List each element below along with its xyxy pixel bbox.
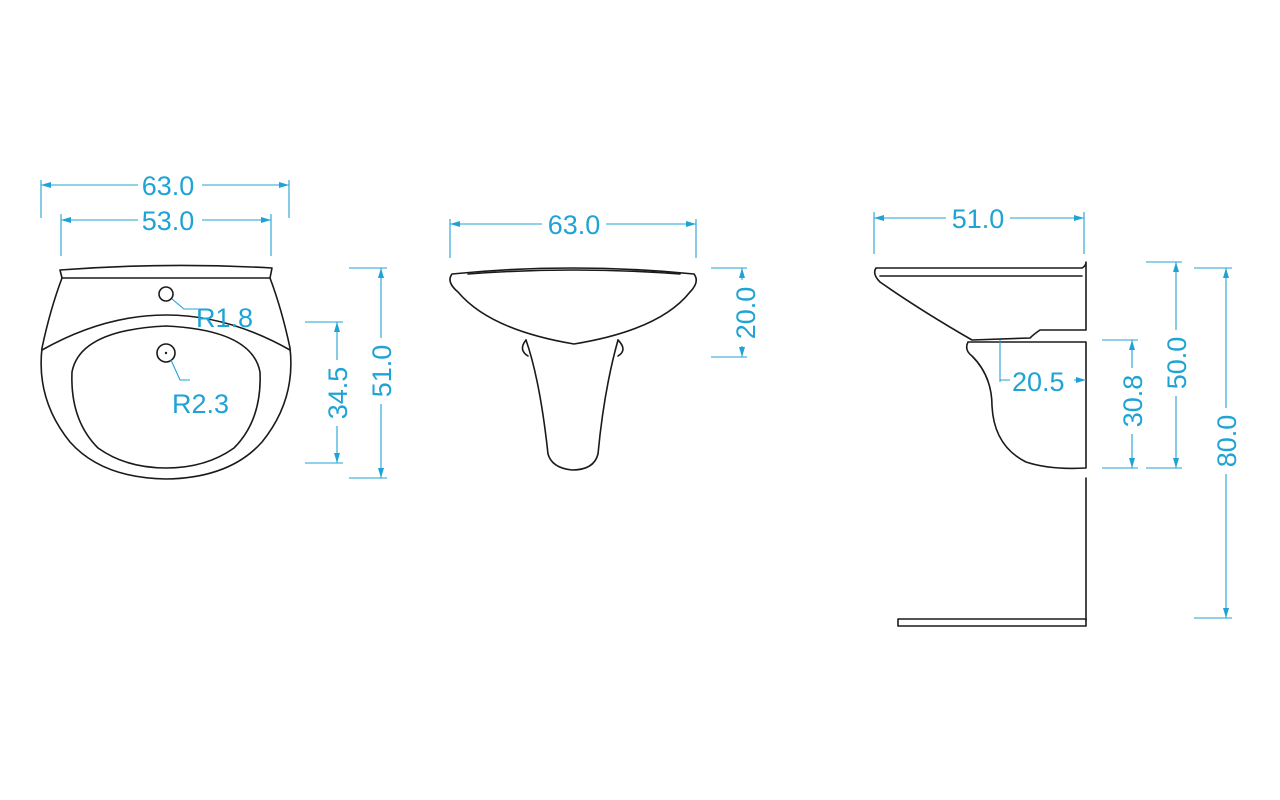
front-view-pedestal-left-ear <box>521 339 529 357</box>
dim-front-basin-height-label: 20.0 <box>731 287 761 340</box>
side-view-pedestal <box>965 341 1087 470</box>
dim-side-pedestal-height: 30.8 <box>1102 339 1148 469</box>
front-view: 63.0 20.0 <box>449 209 761 471</box>
drain-hole <box>156 343 176 363</box>
dim-side-overall-depth-label: 51.0 <box>952 204 1005 234</box>
top-view-bowl <box>71 325 261 469</box>
dim-front-basin-height: 20.0 <box>711 267 761 358</box>
dim-side-overall-depth: 51.0 <box>873 203 1085 254</box>
dim-side-overall-height-label: 80.0 <box>1212 415 1242 468</box>
dim-front-overall-width: 63.0 <box>449 209 697 258</box>
dim-top-overall-depth-label: 51.0 <box>367 345 397 398</box>
top-view-basin-outline <box>40 264 292 480</box>
side-view-basin <box>873 261 1087 341</box>
dim-top-inner-width-label: 53.0 <box>142 206 195 236</box>
dim-top-bowl-depth: 34.5 <box>305 321 353 464</box>
dim-side-pedestal-height-label: 30.8 <box>1118 375 1148 428</box>
dim-top-overall-depth: 51.0 <box>349 267 397 479</box>
dim-tap-hole-radius-label: R1.8 <box>196 303 253 333</box>
dim-tap-hole-radius: R1.8 <box>171 298 253 333</box>
side-view: 51.0 20.5 30.8 50.0 <box>873 203 1242 627</box>
dim-side-top-height: 50.0 <box>1146 261 1192 469</box>
front-view-pedestal <box>525 339 619 471</box>
dim-top-inner-width: 53.0 <box>60 205 272 256</box>
top-view-rim-line <box>41 314 291 351</box>
dim-drain-radius: R2.3 <box>170 359 229 419</box>
drain-center <box>164 351 168 355</box>
front-view-rim-line <box>467 269 681 275</box>
dim-side-pedestal-projection: 20.5 <box>999 340 1086 397</box>
dim-top-bowl-depth-label: 34.5 <box>323 367 353 420</box>
dim-side-overall-height: 80.0 <box>1194 267 1242 619</box>
tap-hole <box>158 286 174 302</box>
dim-side-top-height-label: 50.0 <box>1162 337 1192 390</box>
dim-top-overall-width-label: 63.0 <box>142 171 195 201</box>
front-view-basin <box>449 267 698 345</box>
dim-top-overall-width: 63.0 <box>40 170 290 218</box>
front-view-pedestal-right-ear <box>617 339 624 357</box>
dim-front-overall-width-label: 63.0 <box>548 210 601 240</box>
side-view-floor-plate <box>897 618 1087 627</box>
dim-drain-radius-label: R2.3 <box>172 389 229 419</box>
top-view: 63.0 53.0 R1.8 R2.3 <box>40 170 397 480</box>
dim-side-pedestal-projection-label: 20.5 <box>1012 367 1065 397</box>
